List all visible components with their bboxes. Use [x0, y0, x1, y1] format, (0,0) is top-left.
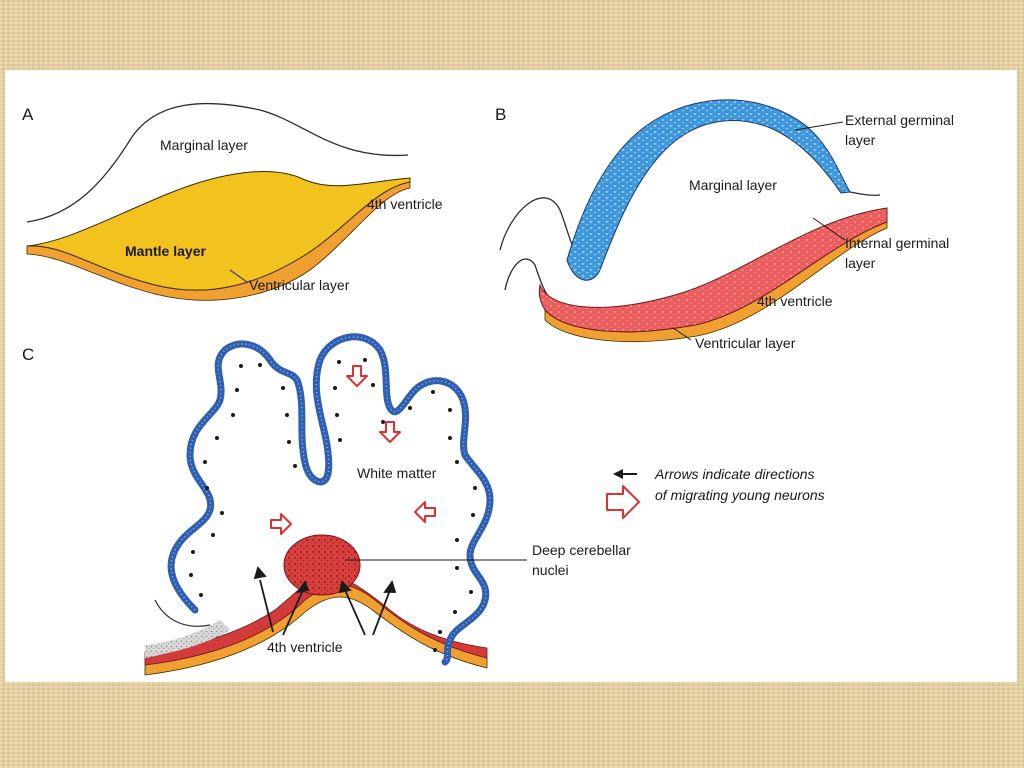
legend-black-arrowhead [613, 469, 623, 479]
label-4th-ventricle-b: 4th ventricle [757, 293, 833, 309]
legend-line-1: Arrows indicate directions [654, 466, 815, 482]
red-arrows [270, 365, 436, 535]
leader-ventricular-a [229, 269, 248, 283]
figure-panel: A Marginal layer Mantle layer 4th ventri… [5, 70, 1017, 682]
leader-internal-germinal [812, 217, 846, 241]
label-4th-ventricle-c: 4th ventricle [267, 639, 343, 655]
black-arrows [253, 566, 397, 636]
legend-line-2: of migrating young neurons [655, 487, 825, 503]
legend-red-arrow-icon [606, 485, 640, 519]
ventricular-layer-c [144, 584, 488, 676]
marginal-outline [26, 102, 409, 223]
label-external-germinal-2: layer [845, 132, 876, 148]
red-layer-c [144, 574, 488, 666]
label-internal-germinal-2: layer [845, 255, 876, 271]
cerebellum-diagram: A Marginal layer Mantle layer 4th ventri… [22, 99, 954, 676]
marginal-end-b [849, 191, 881, 196]
label-deep-cerebellar-2: nuclei [532, 562, 569, 578]
label-white-matter: White matter [357, 465, 437, 481]
leader-ventricular-b [672, 327, 692, 341]
inner-curve-b [504, 258, 554, 303]
external-germinal-layer [566, 99, 851, 281]
label-marginal-layer-a: Marginal layer [160, 137, 248, 153]
deep-cerebellar-nuclei [283, 534, 361, 596]
cortex-outline [167, 333, 494, 666]
panel-a-letter: A [22, 105, 34, 124]
purkinje-dots [189, 358, 477, 652]
panel-b-letter: B [495, 105, 506, 124]
label-mantle-layer: Mantle layer [125, 243, 206, 259]
panel-b: B External germinal layer Marginal layer… [495, 99, 954, 351]
label-marginal-layer-b: Marginal layer [689, 177, 777, 193]
internal-germinal-layer [538, 207, 888, 333]
label-ventricular-layer-b: Ventricular layer [695, 335, 796, 351]
speckled-strip-c [145, 620, 230, 658]
legend: Arrows indicate directions of migrating … [606, 466, 825, 519]
mantle-layer [26, 171, 411, 291]
panel-c: C [22, 333, 631, 676]
leader-external-germinal [794, 121, 844, 131]
label-external-germinal-1: External germinal [845, 112, 954, 128]
label-internal-germinal-1: Internal germinal [845, 235, 949, 251]
cortex-dots [170, 336, 491, 663]
label-4th-ventricle-a: 4th ventricle [367, 196, 443, 212]
panel-a: A Marginal layer Mantle layer 4th ventri… [22, 102, 443, 301]
label-deep-cerebellar-1: Deep cerebellar [532, 542, 631, 558]
panel-c-letter: C [22, 345, 34, 364]
thin-curve-c [154, 599, 211, 627]
label-ventricular-layer-a: Ventricular layer [249, 277, 350, 293]
